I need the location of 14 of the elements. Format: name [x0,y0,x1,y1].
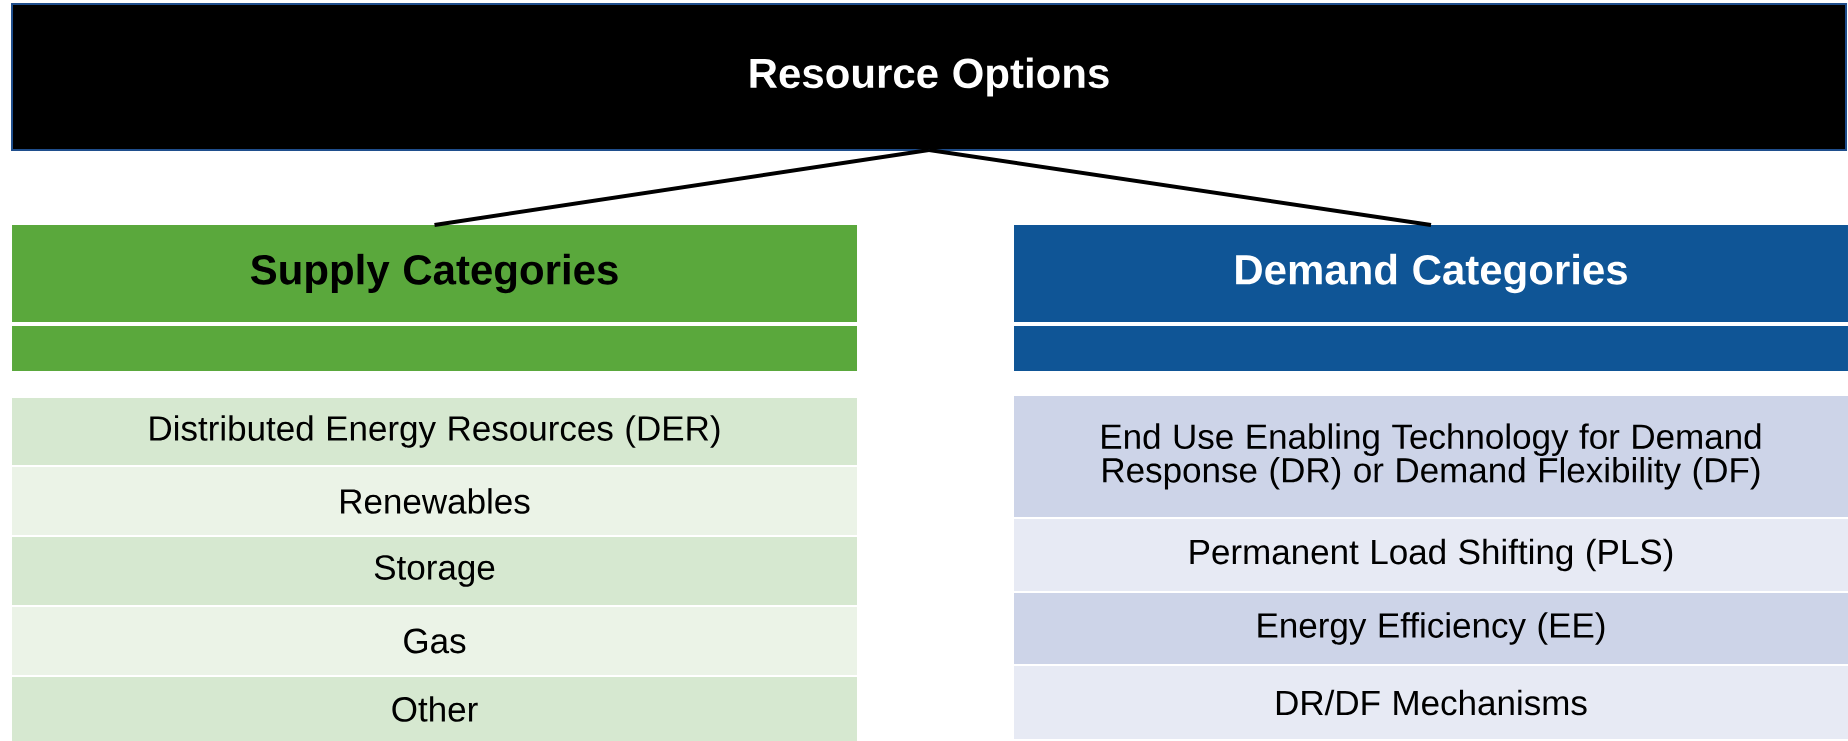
list-row: Storage [12,537,857,605]
list-row: DR/DF Mechanisms [1014,666,1848,739]
category-header: Supply Categories [12,225,857,322]
list-row: End Use Enabling Technology for Demand Response (DR) or Demand Flexibility (DF) [1014,396,1848,517]
list-row: Renewables [12,467,857,535]
list-row: Energy Efficiency (EE) [1014,593,1848,664]
connector-line [434,148,930,227]
connector-line [928,148,1432,227]
list-row: Permanent Load Shifting (PLS) [1014,519,1848,591]
list-row: Other [12,677,857,741]
category-header: Demand Categories [1014,225,1848,322]
list-row: Distributed Energy Resources (DER) [12,398,857,465]
list-row: Gas [12,607,857,675]
title-box: Resource Options [11,3,1847,151]
